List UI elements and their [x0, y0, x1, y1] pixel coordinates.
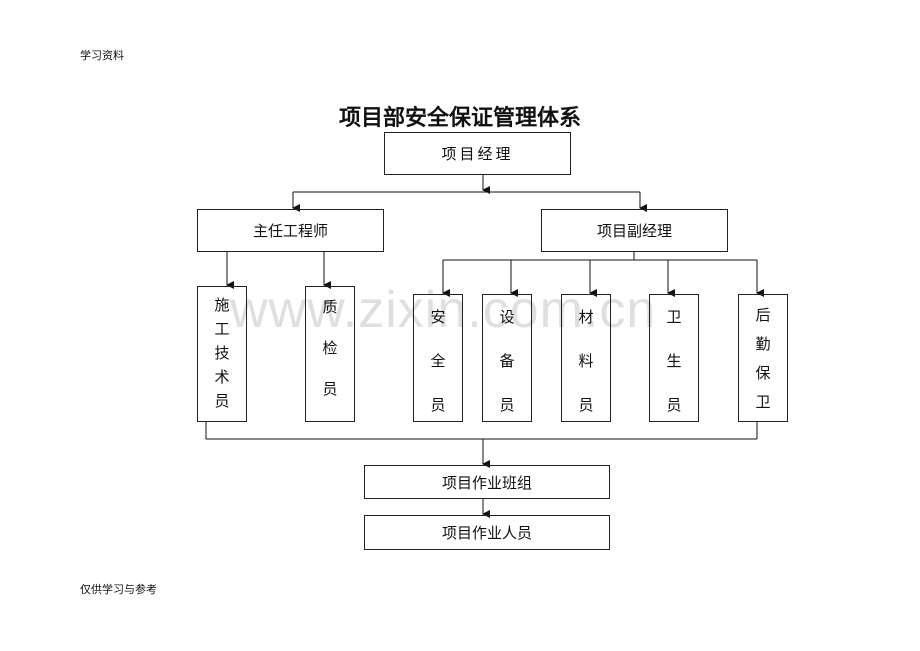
char: 备 — [499, 352, 515, 370]
node-quality-inspector: 质检员 — [305, 286, 355, 422]
node-construction-tech: 施工技术员 — [197, 286, 247, 422]
node-safety-officer: 安全员 — [413, 294, 463, 422]
char: 检 — [322, 339, 338, 357]
char: 员 — [499, 396, 515, 414]
char: 技 — [214, 344, 230, 362]
char: 勤 — [755, 335, 771, 353]
char: 施 — [214, 296, 230, 314]
char: 设 — [499, 308, 515, 326]
char: 后 — [755, 306, 771, 324]
char: 员 — [214, 392, 230, 410]
node-chief-engineer: 主任工程师 — [197, 209, 384, 252]
char: 全 — [430, 352, 446, 370]
char: 卫 — [755, 393, 771, 411]
char: 卫 — [666, 308, 682, 326]
char: 员 — [578, 396, 594, 414]
diagram-title: 项目部安全保证管理体系 — [338, 106, 581, 131]
char: 保 — [755, 364, 771, 382]
node-materials-officer: 材料员 — [561, 294, 611, 422]
char: 材 — [578, 308, 594, 326]
char: 员 — [666, 396, 682, 414]
node-equipment-officer: 设备员 — [482, 294, 532, 422]
node-logistics-security: 后勤保卫 — [738, 294, 788, 422]
node-hygiene-officer: 卫生员 — [649, 294, 699, 422]
char: 员 — [430, 396, 446, 414]
node-workers: 项目作业人员 — [364, 515, 610, 550]
char: 术 — [214, 368, 230, 386]
page-footer: 仅供学习与参考 — [80, 583, 157, 596]
char: 安 — [430, 308, 446, 326]
char: 生 — [666, 352, 682, 370]
node-deputy-pm: 项目副经理 — [541, 209, 728, 252]
page-header: 学习资料 — [80, 49, 124, 62]
node-work-team: 项目作业班组 — [364, 465, 610, 499]
char: 员 — [322, 380, 338, 398]
char: 料 — [578, 352, 594, 370]
node-project-manager: 项目经理 — [384, 132, 571, 175]
char: 工 — [214, 320, 230, 338]
char: 质 — [322, 298, 338, 316]
